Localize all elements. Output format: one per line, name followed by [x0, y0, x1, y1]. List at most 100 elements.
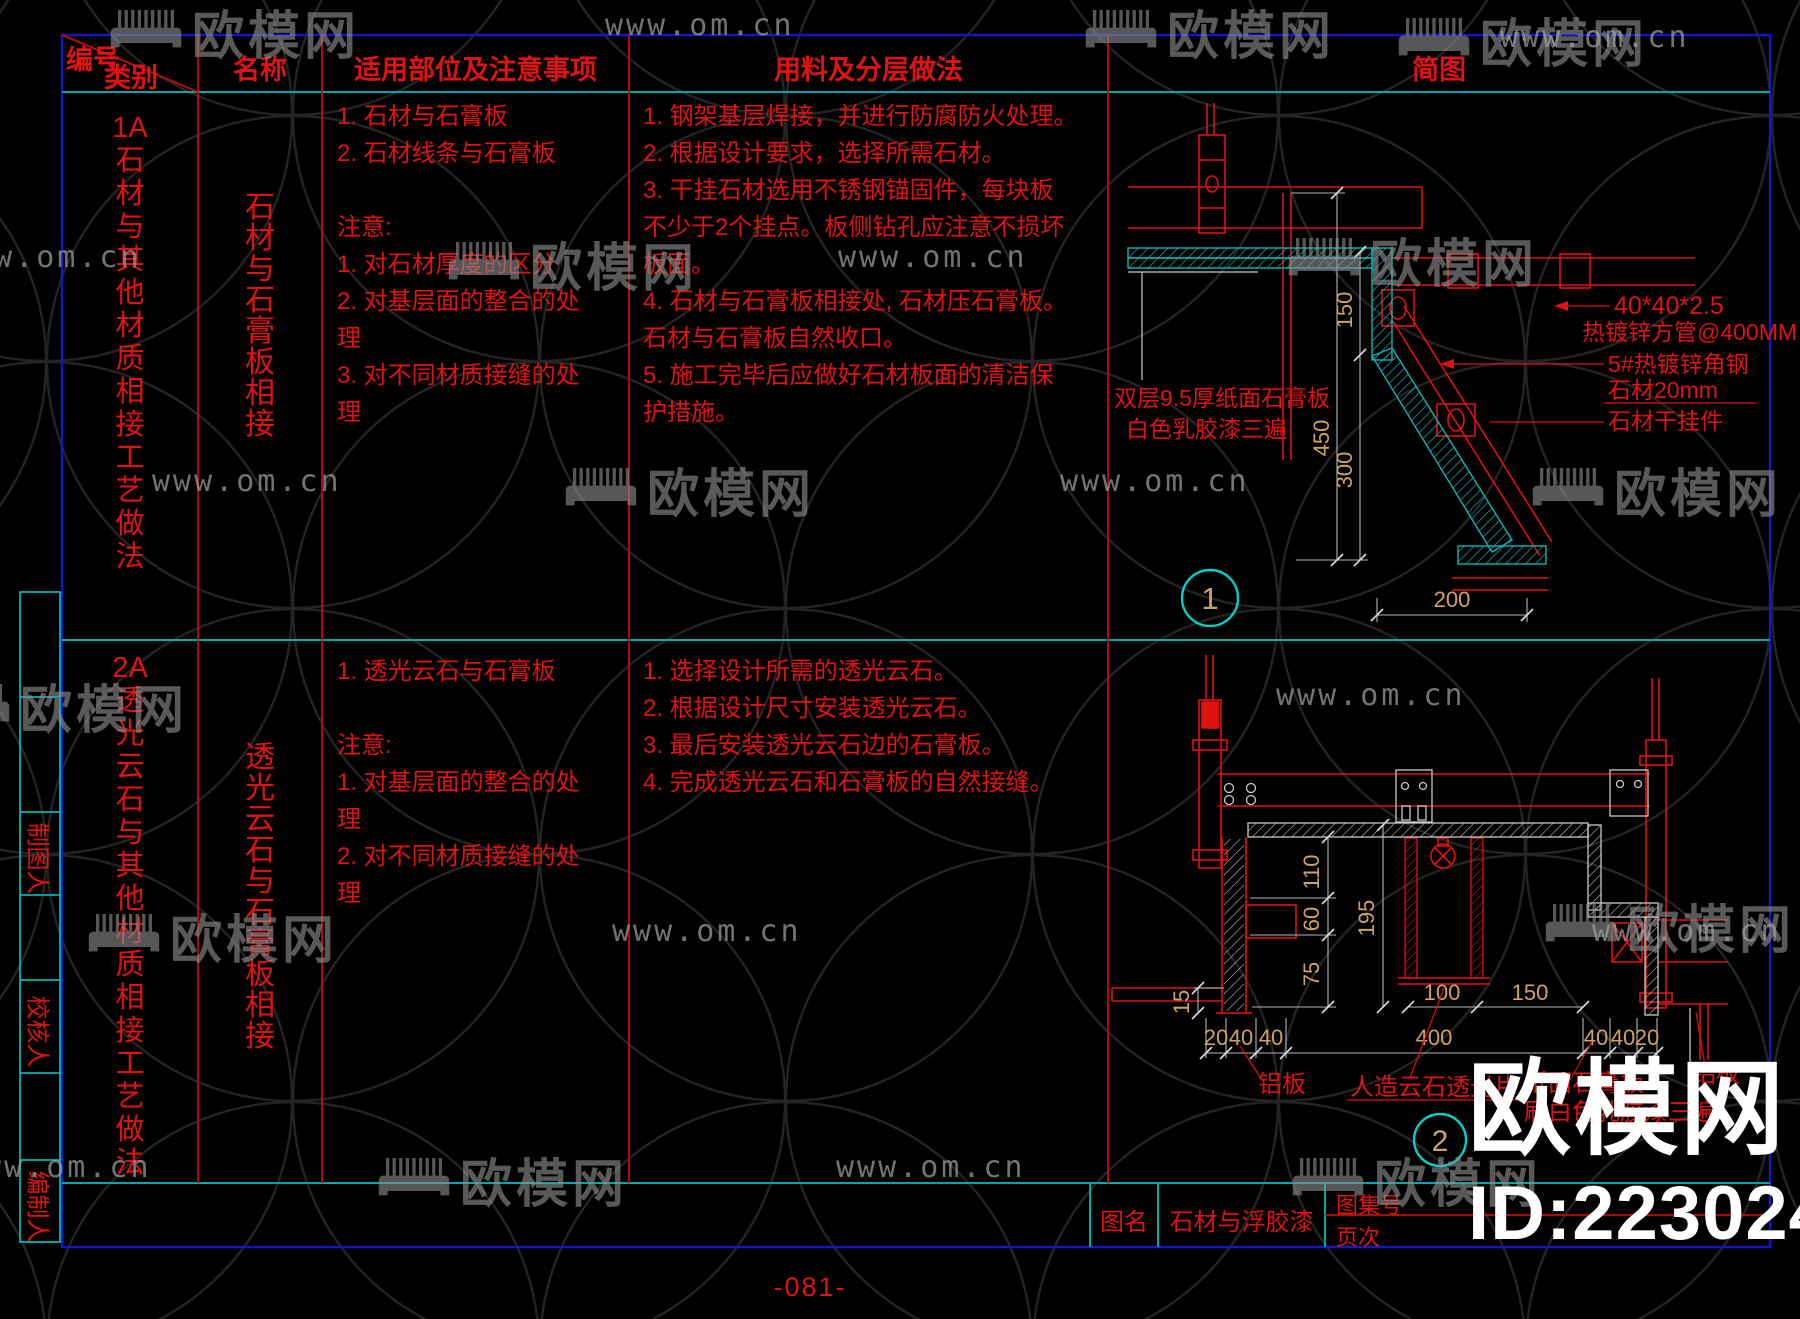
text-line: 3. 最后安装透光云石边的石膏板。 — [643, 732, 1006, 759]
svg-text:40: 40 — [1259, 1025, 1283, 1050]
watermark-url: www.om.cn — [612, 914, 802, 949]
header-col-method: 用料及分层做法 — [774, 55, 963, 85]
watermark-url: www.om.cn — [838, 240, 1028, 275]
text-line: 1. 选择设计所需的透光云石。 — [643, 658, 958, 685]
signature-strip — [19, 591, 61, 1243]
detail-bubble-1 — [1180, 568, 1240, 628]
sofa-icon — [565, 467, 637, 507]
text-line: 2. 根据设计尺寸安装透光云石。 — [643, 695, 982, 722]
dim-150b: 150 — [1512, 980, 1549, 1005]
watermark-brand: 欧模网 — [1532, 452, 1782, 527]
ann-angle-steel: 5#热镀锌角钢 — [1608, 351, 1749, 377]
text-line: 注意: — [337, 732, 392, 759]
sofa-icon — [448, 241, 520, 281]
row2-method: 1. 选择设计所需的透光云石。 2. 根据设计尺寸安装透光云石。 3. 最后安装透光… — [643, 653, 1054, 801]
watermark-brand: 欧模网 — [565, 452, 815, 527]
svg-text:20: 20 — [1635, 1025, 1659, 1050]
row2-name: 透光云石与石膏板相接 — [245, 741, 275, 1053]
header-col-diagram: 简图 — [1412, 55, 1466, 85]
sheet-number: -081- — [773, 1272, 847, 1302]
watermark-url: www.om.cn — [1276, 678, 1466, 713]
text-line: 板面。 — [643, 251, 715, 278]
watermark-brand-large: 欧模网 — [1468, 1052, 1787, 1168]
row2-apply-notes: 1. 透光云石与石膏板 注意: 1. 对基层面的整合的处理 2. 对不同材质接缝的处… — [337, 653, 580, 912]
dim-195: 195 — [1354, 900, 1379, 937]
watermark-brand: 欧模网 — [0, 668, 188, 743]
watermark-brand: 欧模网 — [1292, 1142, 1542, 1217]
header-col-cat: 类别 — [104, 63, 158, 93]
text-line: 1. 石材与石膏板 — [337, 103, 508, 130]
text-line: 不少于2个挂点。板侧钻孔应注意不损坏 — [643, 214, 1065, 241]
sofa-icon — [88, 913, 160, 953]
dim-300: 300 — [1332, 452, 1357, 489]
dim-200: 200 — [1434, 587, 1471, 612]
watermark-brand: 欧模网 — [1398, 2, 1648, 77]
text-line: 2. 根据设计要求，选择所需石材。 — [643, 140, 1006, 167]
watermark-url: www.om.cn — [1060, 464, 1250, 499]
detail-bubble-2 — [1412, 1112, 1468, 1168]
svg-text:2: 2 — [1432, 1125, 1449, 1158]
ann-stone-hanger: 石材干挂件 — [1608, 408, 1723, 434]
text-line: 2. 对不同材质接缝的处 — [337, 843, 580, 870]
header-col-no: 编号 — [66, 45, 120, 75]
sofa-icon — [1532, 467, 1604, 507]
ann-square-tube: 热镀锌方管@400MM — [1582, 319, 1797, 345]
text-line — [337, 172, 580, 209]
watermark-url: www.om.cn — [152, 464, 342, 499]
dim-150: 150 — [1332, 292, 1357, 329]
dim-60: 60 — [1299, 907, 1324, 931]
dim-450: 450 — [1309, 420, 1334, 457]
watermark-brand: 欧模网 — [1288, 222, 1538, 297]
label-alu-left: 铝板 — [1258, 1071, 1306, 1098]
row2-number: 2A透光云石与其他材质相接工艺做法 — [112, 652, 148, 1179]
svg-text:40: 40 — [1611, 1025, 1635, 1050]
ann-gypsum-board: 双层9.5厚纸面石膏板 — [1114, 385, 1330, 411]
table-frame — [19, 33, 1772, 1249]
titleblock-atlas-label: 图集号 — [1336, 1193, 1403, 1218]
svg-text:1: 1 — [1201, 581, 1218, 616]
svg-text:40: 40 — [1229, 1025, 1253, 1050]
ann-stone-20: 石材20mm — [1608, 377, 1718, 403]
text-line: 注意: — [337, 214, 392, 241]
dim-110: 110 — [1299, 854, 1324, 889]
sofa-icon — [378, 1157, 450, 1197]
watermark-url: www.om.cn — [1592, 914, 1782, 949]
watermark-id: ID:2230242 — [1468, 1171, 1800, 1256]
sidebar-drafter: 制图人 — [23, 822, 51, 895]
text-line: 1. 透光云石与石膏板 — [337, 658, 556, 685]
sofa-icon — [1398, 17, 1470, 57]
sofa-icon — [1292, 1157, 1364, 1197]
watermark-brand: 欧模网 — [88, 898, 338, 973]
sidebar-checker: 校核人 — [23, 995, 51, 1068]
watermark-url: www.om.cn — [836, 1150, 1026, 1185]
row1-method: 1. 钢架基层焊接，并进行防腐防火处理。2. 根据设计要求，选择所需石材。3. … — [643, 98, 1078, 431]
text-line: 5. 施工完毕后应做好石材板面的清洁保 — [643, 362, 1054, 389]
watermark-brand: 欧模网 — [448, 226, 698, 301]
text-line: 4. 完成透光云石和石膏板的自然接缝。 — [643, 769, 1054, 796]
watermark-url: www.om.cn — [0, 1150, 152, 1185]
watermark-url: www.om.cn — [0, 240, 142, 275]
diagram-2: 110 60 75 15 195 100 150 400 20 40 40 40… — [1111, 655, 1740, 1168]
text-line: 理 — [337, 325, 361, 352]
sofa-icon — [110, 9, 182, 49]
text-line: 护措施。 — [643, 399, 739, 426]
watermark-brand: 欧模网 — [378, 1142, 628, 1217]
text-line: 2. 石材线条与石膏板 — [337, 140, 556, 167]
dim-75: 75 — [1299, 962, 1324, 986]
text-line: 理 — [337, 806, 361, 833]
text-line: 4. 石材与石膏板相接处, 石材压石膏板。 — [643, 288, 1068, 315]
sofa-icon — [1085, 9, 1157, 49]
text-line: 1. 钢架基层焊接，并进行防腐防火处理。 — [643, 103, 1078, 130]
watermark-brand: 欧模网 — [110, 0, 360, 69]
svg-text:20: 20 — [1204, 1025, 1228, 1050]
text-line — [337, 690, 580, 727]
header-col-apply: 适用部位及注意事项 — [354, 55, 597, 85]
row1-name: 石材与石膏板相接 — [245, 191, 275, 441]
ann-white-paint: 白色乳胶漆三遍 — [1126, 416, 1287, 442]
text-line: 理 — [337, 399, 361, 426]
label-gypsum: 纸面石膏板 — [1524, 1070, 1644, 1097]
text-line: 1. 对基层面的整合的处 — [337, 769, 580, 796]
